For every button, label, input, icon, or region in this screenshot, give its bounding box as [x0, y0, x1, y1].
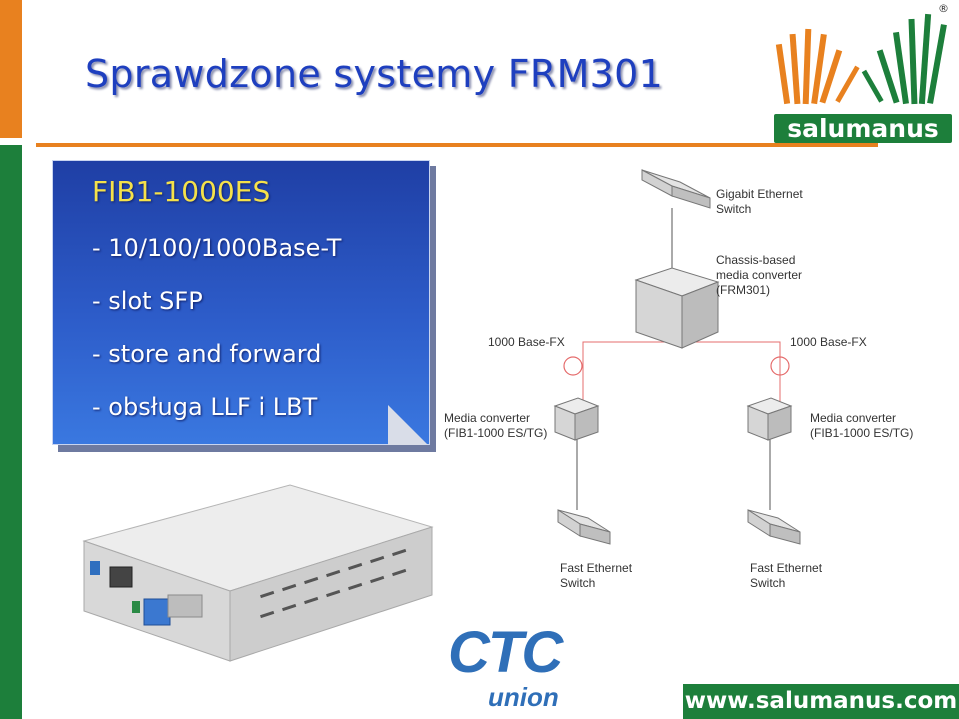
- link-label-left: 1000 Base-FX: [488, 335, 565, 349]
- title-divider: [36, 143, 878, 147]
- fiber-connector-left: [563, 356, 583, 376]
- svg-text:union: union: [488, 682, 559, 712]
- fiber-connector-right: [770, 356, 790, 376]
- chassis-label: Chassis-based media converter (FRM301): [716, 253, 805, 297]
- fast-ethernet-switch-right-icon: [747, 509, 801, 545]
- feature-item: - obsługa LLF i LBT: [92, 393, 318, 421]
- fast-ethernet-switch-left-icon: [557, 509, 611, 545]
- gigabit-switch-label: Gigabit Ethernet Switch: [716, 187, 806, 216]
- rj45-port-icon: [109, 566, 133, 588]
- feature-item: - store and forward: [92, 340, 322, 368]
- chassis-converter-icon: [634, 267, 720, 349]
- media-converter-right-icon: [746, 397, 793, 441]
- media-converter-left-label: Media converter (FIB1-1000 ES/TG): [444, 411, 547, 440]
- ctc-union-logo: CTC union: [448, 620, 566, 712]
- side-accent-orange: [0, 0, 22, 138]
- media-converter-right-label: Media converter (FIB1-1000 ES/TG): [810, 411, 913, 440]
- website-url[interactable]: www.salumanus.com: [683, 684, 959, 719]
- led-icon: [132, 601, 140, 613]
- link-label-right: 1000 Base-FX: [790, 335, 867, 349]
- salumanus-logo-text: salumanus: [774, 114, 952, 143]
- side-accent-green: [0, 145, 22, 719]
- media-converter-product-image: [82, 484, 434, 662]
- fiber-link-left: [582, 338, 673, 404]
- network-diagram: Gigabit Ethernet Switch Chassis-based me…: [444, 169, 913, 590]
- dip-switch-icon: [90, 561, 100, 575]
- slide-title: Sprawdzone systemy FRM301: [85, 52, 664, 96]
- product-name: FIB1-1000ES: [92, 175, 271, 208]
- registered-mark: ®: [938, 2, 949, 15]
- gigabit-switch-icon: [641, 169, 711, 209]
- fast-ethernet-left-label: Fast Ethernet Switch: [560, 561, 635, 590]
- media-converter-left-icon: [553, 397, 600, 441]
- sfp-module-icon: [143, 598, 171, 626]
- salumanus-logo-figures: [775, 13, 947, 105]
- infobox-panel: [52, 160, 430, 445]
- feature-item: - 10/100/1000Base-T: [92, 234, 342, 262]
- feature-item: - slot SFP: [92, 287, 203, 315]
- fast-ethernet-right-label: Fast Ethernet Switch: [750, 561, 825, 590]
- svg-text:CTC: CTC: [448, 620, 564, 685]
- fiber-link-right: [672, 341, 781, 404]
- feature-list: - 10/100/1000Base-T - slot SFP - store a…: [92, 230, 341, 442]
- infobox-page-curl: [388, 405, 428, 445]
